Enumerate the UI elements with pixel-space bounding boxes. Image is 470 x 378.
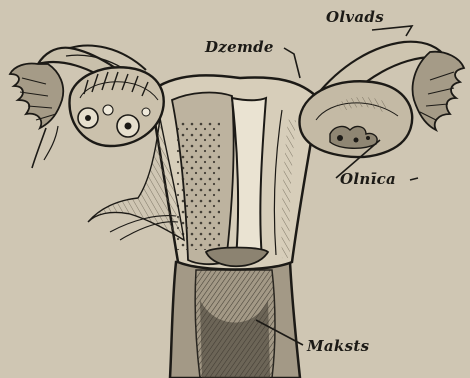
- leader-dzemde: [284, 48, 300, 78]
- uterine-cavity: [232, 98, 266, 261]
- left-ovary: [69, 67, 163, 146]
- label-oviduct: Olvads: [326, 10, 384, 25]
- label-uterus: Dzemde: [205, 40, 274, 55]
- follicle: [103, 105, 113, 115]
- label-vagina: Maksts: [307, 339, 369, 354]
- label-ovary: Olnīca: [340, 172, 396, 187]
- right-fimbriae: [413, 52, 464, 130]
- left-fimbriae: [10, 63, 63, 128]
- leader-olvads: [372, 26, 412, 36]
